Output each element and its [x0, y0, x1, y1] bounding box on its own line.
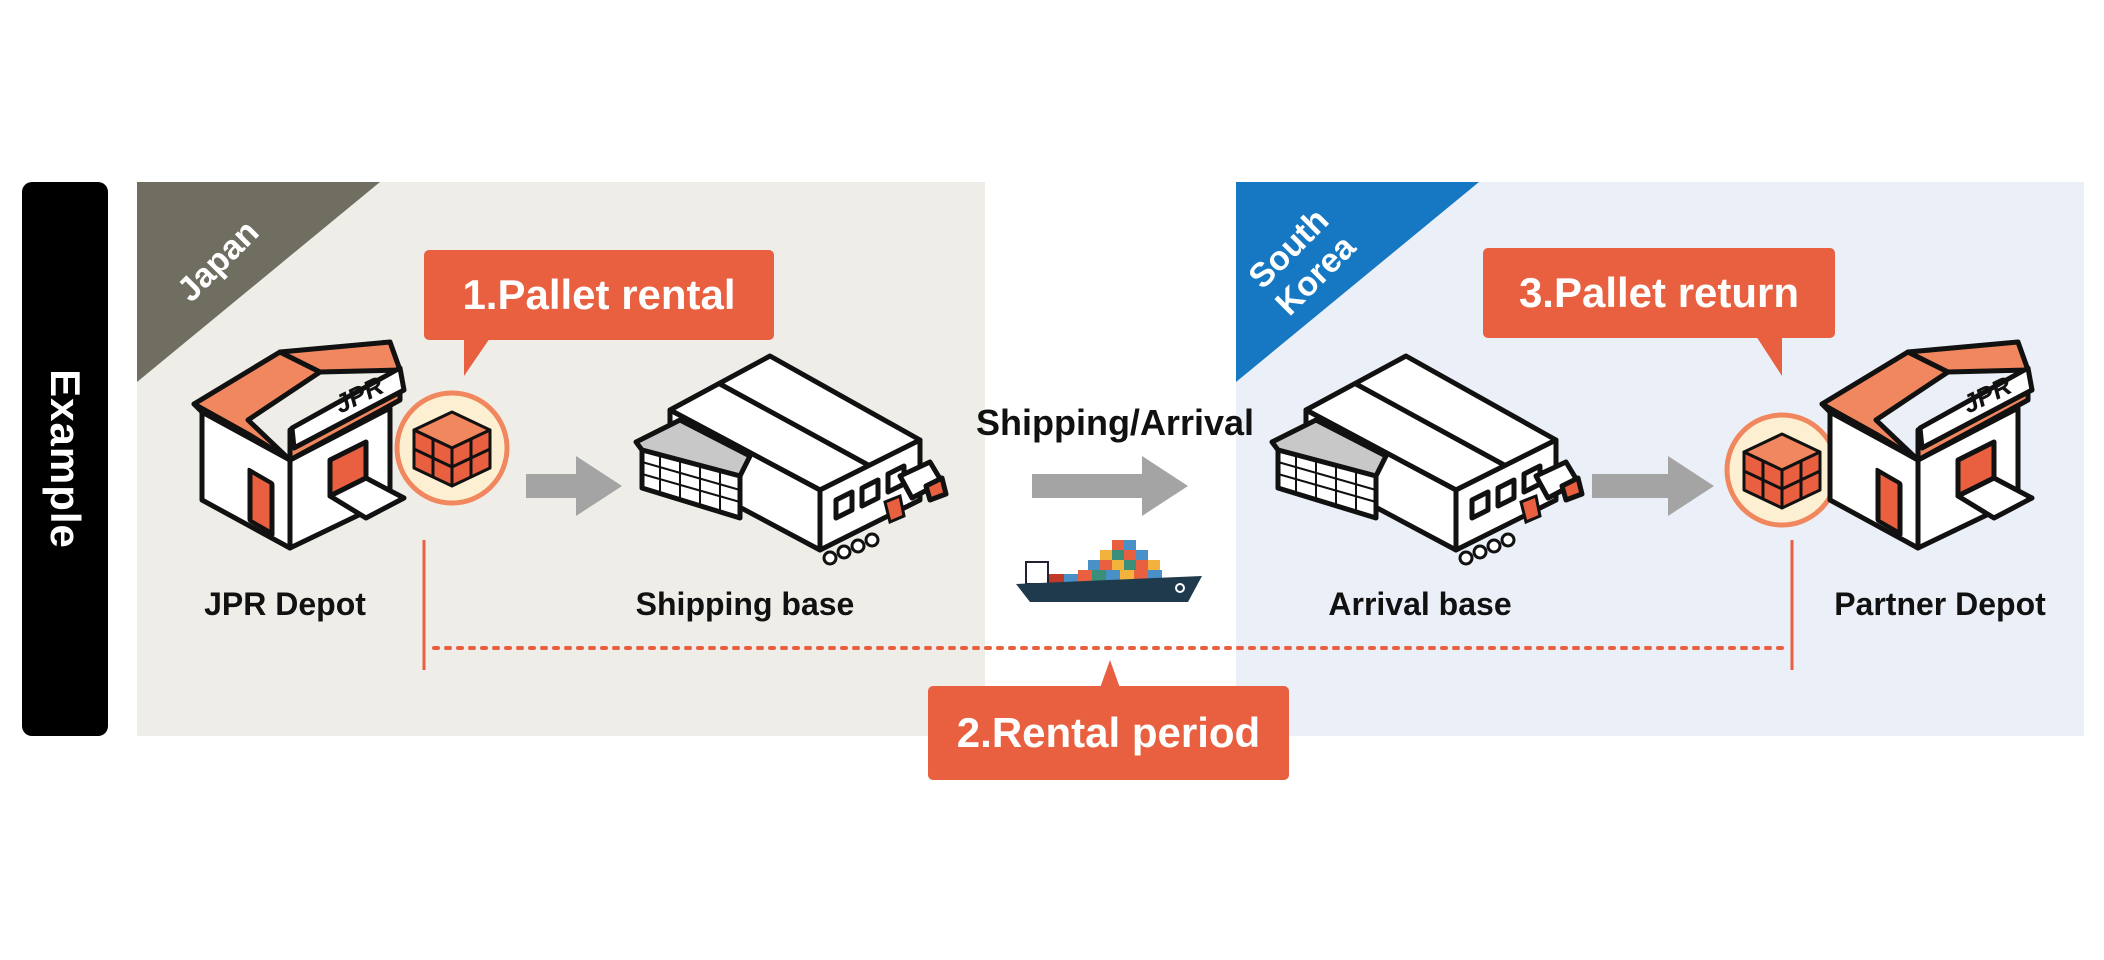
arrival-base-label: Arrival base [1328, 586, 1512, 622]
cargo-ship-icon [1016, 540, 1202, 602]
south-korea-corner-tag [1236, 182, 1479, 382]
shipping-arrival-label: Shipping/Arrival [975, 402, 1255, 443]
pallet-rental-callout: 1.Pallet rental [424, 250, 774, 340]
arrow-shipping-to-arrival-icon [1032, 456, 1188, 516]
pallet-return-callout: 3.Pallet return [1483, 248, 1835, 338]
pallet-return-callout-pointer [1756, 336, 1782, 376]
pallet-rental-callout-pointer [464, 338, 490, 376]
arrow-arrival-to-partner-icon [1592, 456, 1714, 516]
shipping-base-label: Shipping base [635, 586, 855, 622]
rental-period-callout: 2.Rental period [928, 686, 1289, 780]
pallet-icon-japan [394, 390, 510, 506]
jpr-depot-building-icon: JPR [191, 339, 407, 551]
arrival-base-warehouse-icon [1269, 353, 1585, 566]
japan-corner-tag [137, 182, 380, 382]
pallet-rental-text: 1.Pallet rental [462, 271, 736, 318]
rental-period-text: 2.Rental period [956, 709, 1261, 756]
partner-depot-building-icon: JPR [1819, 339, 2035, 551]
partner-depot-label: Partner Depot [1834, 586, 2046, 622]
jpr-depot-label: JPR Depot [204, 586, 366, 622]
example-side-bar: Example [22, 182, 108, 736]
pallet-return-text: 3.Pallet return [1518, 269, 1800, 316]
arrow-depot-to-shipping-icon [526, 456, 622, 516]
shipping-base-warehouse-icon [633, 353, 949, 566]
